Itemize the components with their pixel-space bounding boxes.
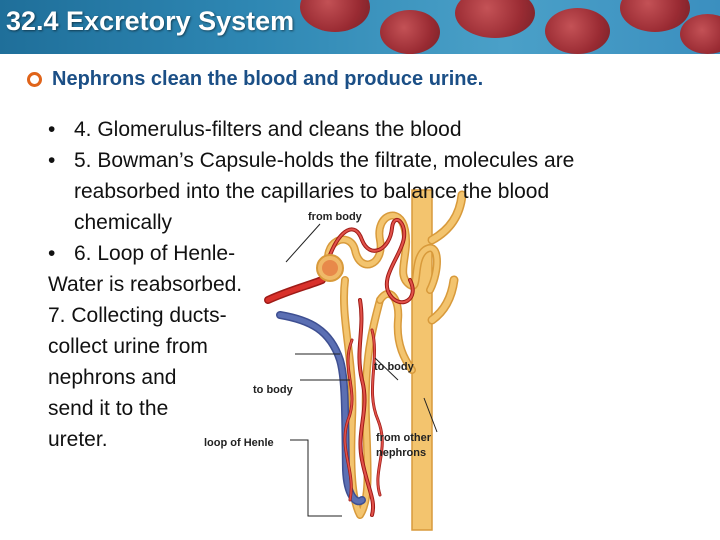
- text-line: Water is reabsorbed.: [48, 273, 243, 296]
- text-line: reabsorbed into the capillaries to balan…: [74, 180, 550, 203]
- text-line: chemically: [74, 211, 173, 234]
- label-from-other-nephrons-line2: nephrons: [376, 447, 426, 459]
- subtitle-row: Nephrons clean the blood and produce uri…: [27, 68, 483, 91]
- text-line: collect urine from: [48, 335, 208, 358]
- label-from-other-nephrons-line1: from other: [376, 432, 432, 444]
- slide-body: 4. Glomerulus-filters and cleans the blo…: [48, 114, 668, 455]
- text-line: ureter.: [48, 428, 108, 451]
- page-title: 32.4 Excretory System: [6, 6, 295, 36]
- blood-cell-decoration: [545, 8, 610, 54]
- blood-cell-decoration: [380, 10, 440, 54]
- label-to-body-right: to body: [374, 361, 415, 373]
- bullet-item-loop-of-henle: 6. Loop of Henle-: [48, 238, 668, 269]
- title-banner: 32.4 Excretory System: [0, 0, 720, 54]
- label-to-body-left: to body: [253, 384, 294, 396]
- text-line: send it to the: [48, 397, 169, 420]
- blood-cell-decoration: [680, 14, 720, 54]
- text-line: nephrons and: [48, 366, 177, 389]
- bullet-item-bowmans-capsule: 5. Bowman’s Capsule-holds the filtrate, …: [48, 145, 668, 176]
- label-from-body: from body: [308, 211, 363, 223]
- text-line: 7. Collecting ducts-: [48, 304, 227, 327]
- artery-vessel: [264, 218, 415, 517]
- slide-subtitle: Nephrons clean the blood and produce uri…: [52, 68, 484, 90]
- bullet-ring-icon: [27, 72, 42, 87]
- bullet-item-glomerulus: 4. Glomerulus-filters and cleans the blo…: [48, 114, 668, 145]
- label-loop-of-henle: loop of Henle: [204, 437, 274, 449]
